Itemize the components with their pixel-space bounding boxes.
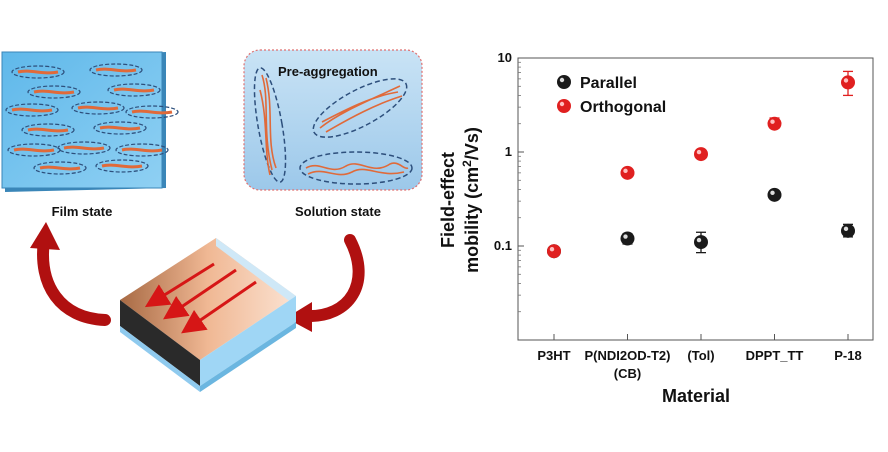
film-polymer-strand	[27, 127, 69, 133]
coating-substrate-illustration	[120, 238, 296, 392]
film-aggregate-outline	[107, 83, 161, 97]
data-point-orthogonal	[547, 244, 561, 259]
data-point-parallel	[767, 187, 782, 202]
film-polymer-strand	[39, 165, 81, 171]
pre-aggregation-label: Pre-aggregation	[278, 64, 378, 79]
y-axis-ticks: 0.1 1 10	[494, 50, 524, 313]
schematic-panel: Film state Pre-aggregation Solution stat…	[1, 49, 423, 392]
film-polymer-strand	[77, 105, 119, 111]
film-polymer-strand	[95, 67, 137, 73]
y-axis-label-line1: Field-effect	[438, 152, 458, 248]
data-point-parallel	[694, 235, 708, 250]
data-point-highlight	[843, 226, 849, 232]
data-point-highlight	[770, 190, 775, 196]
film-aggregate-outline	[71, 101, 125, 115]
film-state-label: Film state	[52, 204, 113, 219]
film-aggregate-outline	[95, 159, 149, 173]
data-point-highlight	[696, 237, 702, 243]
film-aggregate-outline	[27, 85, 81, 99]
film-aggregate-outline	[7, 143, 61, 157]
film-polymer-strand	[101, 163, 143, 169]
y-tick-label: 10	[498, 50, 512, 65]
data-point-orthogonal	[694, 147, 708, 162]
legend: Parallel Orthogonal	[557, 75, 666, 116]
x-tick-label: P(NDI2OD-T2)	[585, 348, 671, 363]
film-polymer-strand	[11, 107, 53, 113]
y-tick-label: 1	[505, 144, 512, 159]
legend-label-orthogonal: Orthogonal	[580, 99, 666, 116]
film-aggregate-outline	[125, 105, 179, 119]
data-point-parallel	[841, 223, 855, 238]
film-polymer-strand	[63, 145, 105, 151]
film-aggregate-outline	[5, 103, 59, 117]
film-aggregate-outline	[11, 65, 65, 79]
x-axis-label: Material	[662, 386, 730, 406]
film-polymer-strand	[121, 147, 163, 153]
x-tick-label-line2: (CB)	[614, 366, 641, 381]
film-aggregate-outline	[33, 161, 87, 175]
solution-state-illustration	[243, 49, 423, 191]
x-tick-label: P-18	[834, 348, 861, 363]
curved-arrow-right-head	[286, 302, 312, 332]
data-point-highlight	[623, 234, 628, 239]
film-polymer-strand	[17, 69, 59, 75]
data-point-highlight	[549, 247, 555, 252]
legend-marker-parallel-highlight	[559, 77, 565, 83]
data-point-orthogonal	[767, 116, 782, 131]
film-aggregate-outline	[115, 143, 169, 157]
data-point-highlight	[843, 78, 849, 83]
data-points	[547, 70, 855, 259]
film-aggregate-outline	[93, 121, 147, 135]
data-point-highlight	[770, 119, 775, 124]
data-point-orthogonal	[841, 75, 855, 90]
curved-arrow-left	[37, 234, 111, 326]
film-polymer-strand	[33, 89, 75, 95]
legend-label-parallel: Parallel	[580, 75, 637, 92]
legend-marker-orthogonal-highlight	[559, 101, 565, 107]
film-aggregate-outline	[21, 123, 75, 137]
film-aggregate-outline	[57, 141, 111, 155]
film-polymer-strand	[99, 125, 141, 131]
curved-arrow-left-head	[30, 222, 60, 250]
x-tick-label: P3HT	[537, 348, 570, 363]
x-tick-label: DPPT_TT	[746, 348, 804, 363]
data-point-highlight	[623, 168, 628, 174]
curved-arrow-right	[300, 234, 365, 323]
x-tick-label: (Tol)	[687, 348, 714, 363]
film-polymer-strand	[113, 87, 155, 93]
film-state-illustration	[1, 51, 179, 192]
data-point-highlight	[696, 149, 702, 155]
y-axis-label-line2: mobility (cm2/Vs)	[460, 127, 482, 273]
film-polymer-strand	[13, 147, 55, 153]
legend-marker-orthogonal	[557, 99, 571, 113]
x-axis-ticks: P3HT P(NDI2OD-T2) (CB) (Tol) DPPT_TT P-18	[537, 334, 862, 381]
legend-marker-parallel	[557, 75, 571, 89]
plot-frame	[517, 57, 874, 341]
film-polymer-strand	[131, 109, 173, 115]
data-point-orthogonal	[620, 165, 635, 180]
y-tick-label: 0.1	[494, 238, 512, 253]
film-aggregate-outline	[89, 63, 143, 77]
solution-state-label: Solution state	[295, 204, 381, 219]
data-point-parallel	[620, 231, 635, 246]
